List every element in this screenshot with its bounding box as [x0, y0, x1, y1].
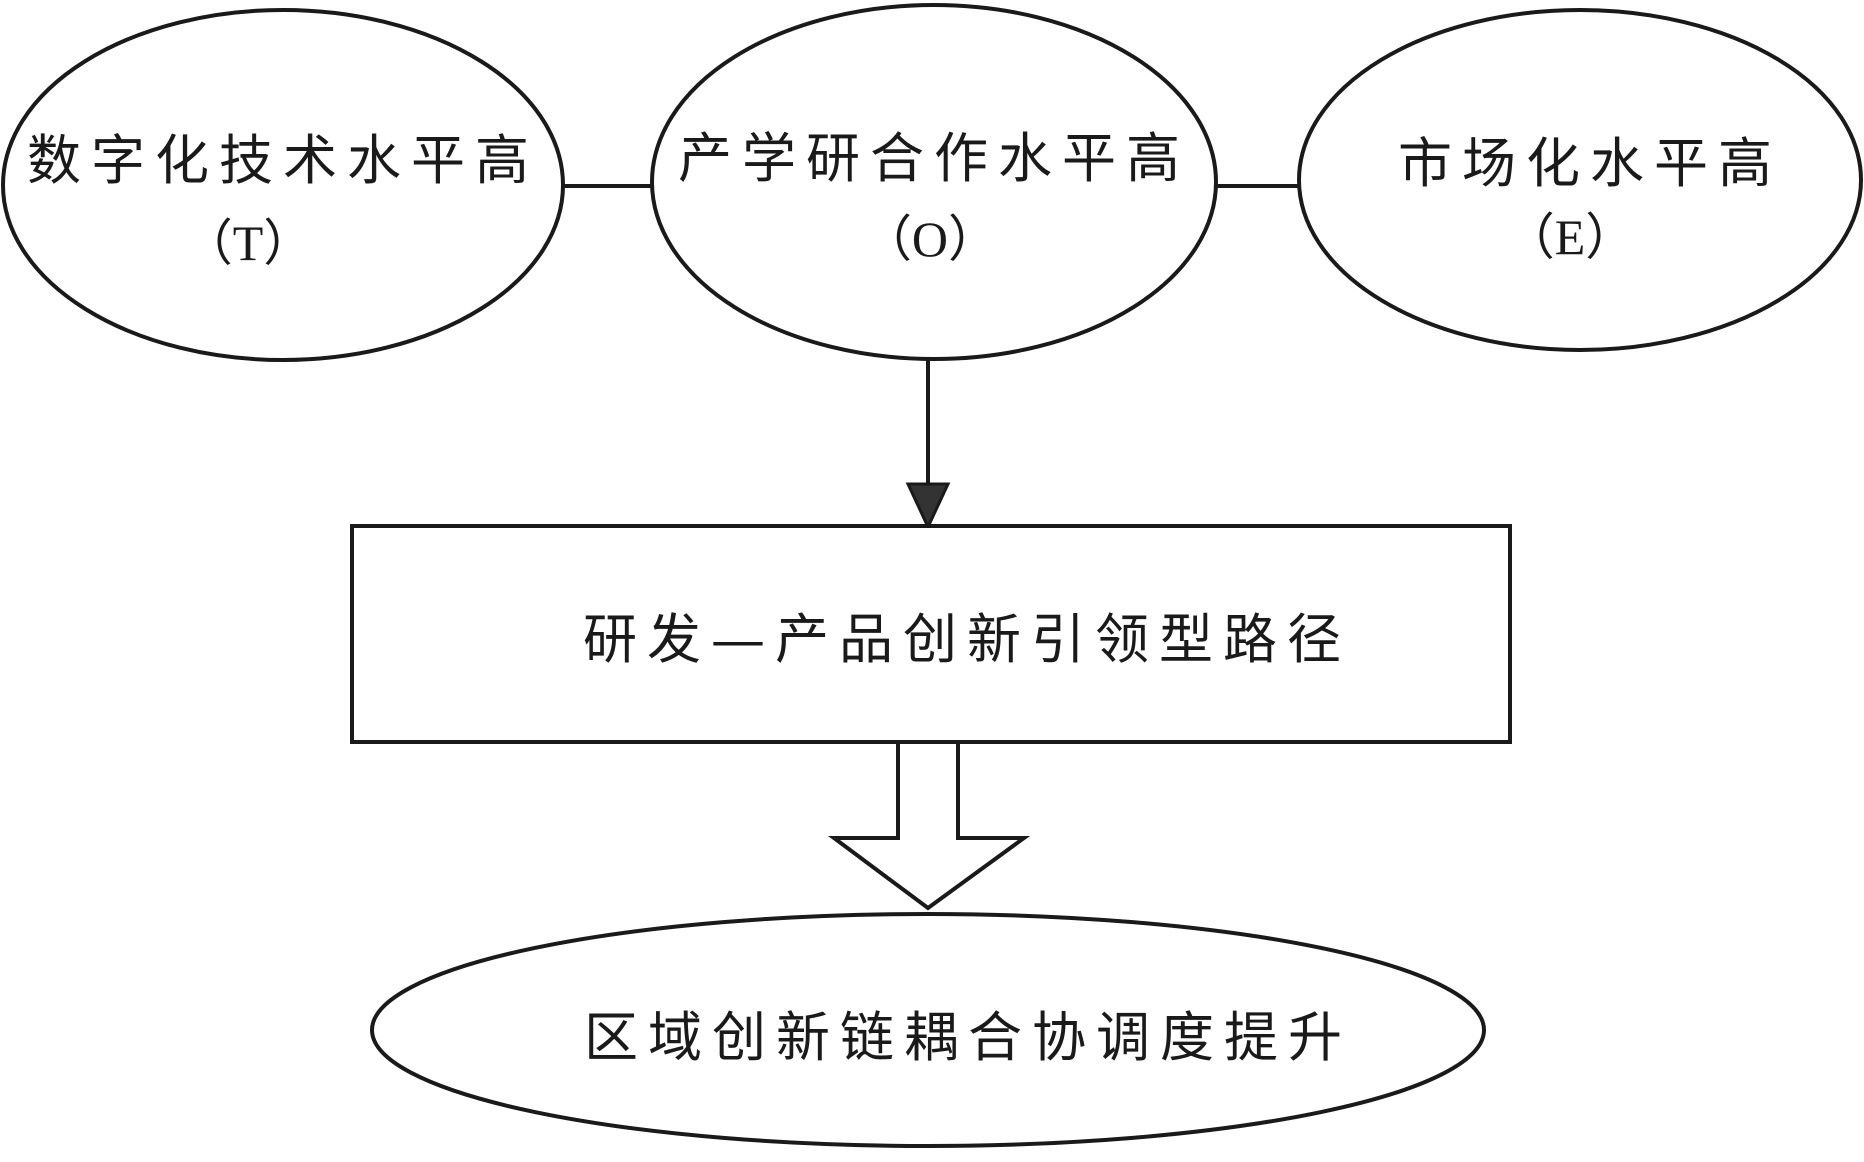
node-result: 区域创新链耦合协调度提升 [370, 912, 1486, 1148]
node-path: 研发—产品创新引领型路径 [350, 524, 1512, 744]
node-result-ellipse [370, 912, 1486, 1148]
node-path-title: 研发—产品创新引领型路径 [583, 608, 1351, 671]
arrow-coop-to-path-head [905, 482, 951, 531]
node-tech-title: 数字化技术水平高 [27, 129, 539, 192]
node-coop: 产学研合作水平高 （O） [650, 3, 1218, 361]
node-tech-ellipse [1, 8, 565, 362]
node-tech: 数字化技术水平高 （T） [1, 8, 565, 362]
node-path-box [350, 524, 1512, 744]
node-market-ellipse [1297, 8, 1863, 352]
node-result-title: 区域创新链耦合协调度提升 [584, 1006, 1352, 1069]
node-tech-code: （T） [183, 215, 314, 271]
node-coop-title: 产学研合作水平高 [678, 127, 1190, 190]
block-arrow-down [827, 740, 1031, 911]
node-market-title: 市场化水平高 [1398, 132, 1782, 195]
node-coop-ellipse [650, 3, 1218, 361]
node-market: 市场化水平高 （E） [1297, 8, 1863, 352]
node-market-code: （E） [1505, 209, 1636, 265]
node-coop-code: （O） [862, 211, 998, 267]
